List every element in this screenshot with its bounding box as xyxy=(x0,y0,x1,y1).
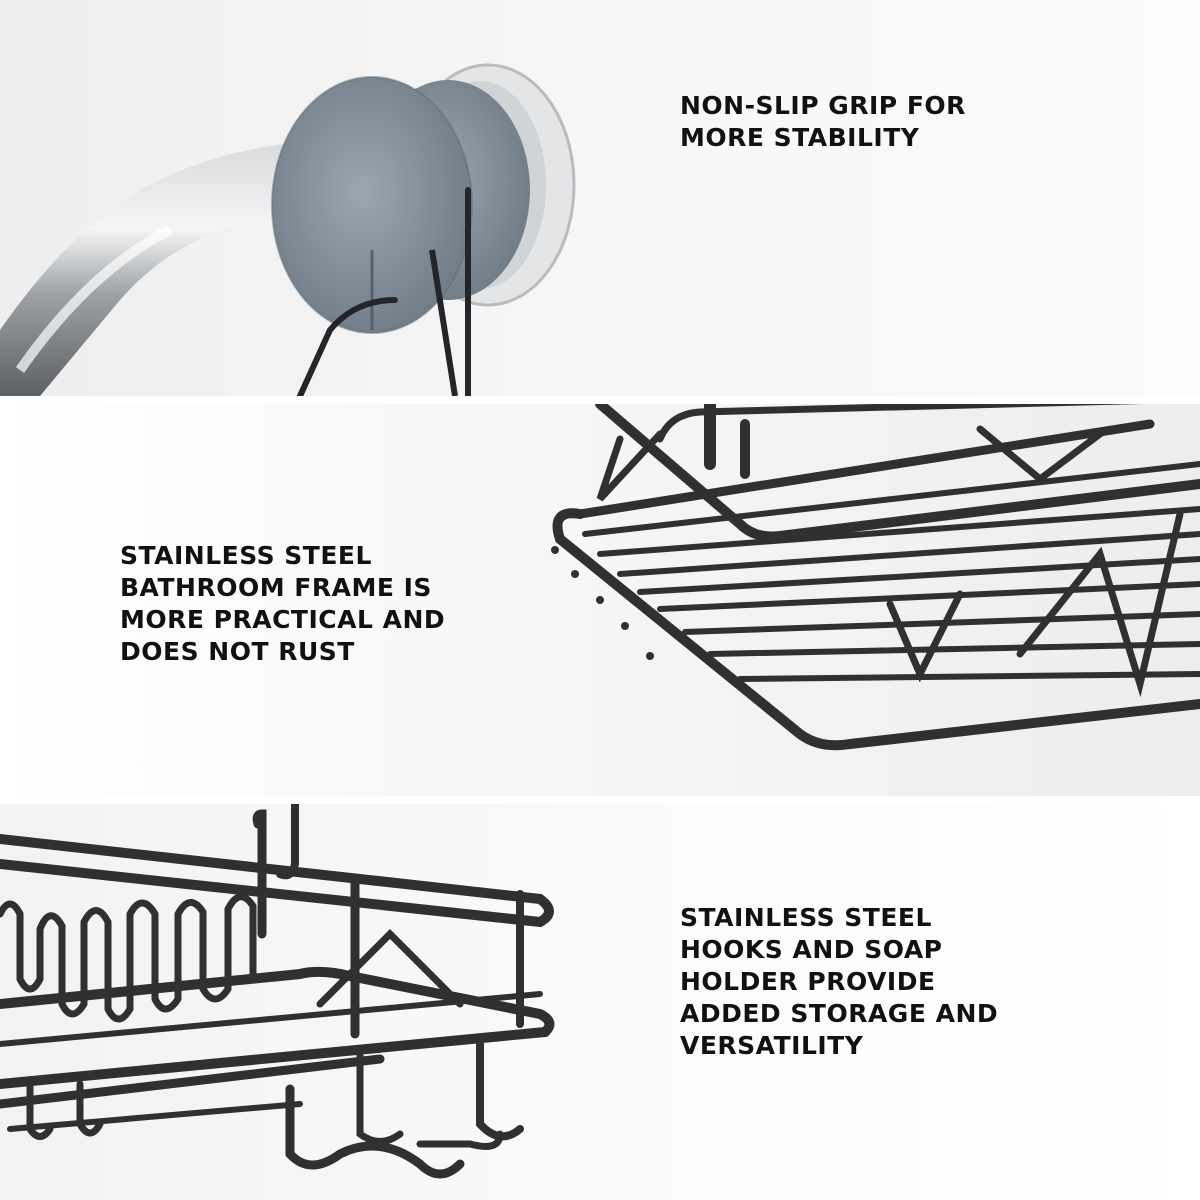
caption-line: MORE STABILITY xyxy=(680,123,920,152)
caption-stainless-frame: STAINLESS STEEL BATHROOM FRAME IS MORE P… xyxy=(120,540,445,668)
feature-panel-stainless-frame: STAINLESS STEEL BATHROOM FRAME IS MORE P… xyxy=(0,404,1200,796)
hook-wire xyxy=(297,187,471,396)
caption-line: ADDED STORAGE AND xyxy=(680,999,999,1028)
caption-line: STAINLESS STEEL xyxy=(120,541,372,570)
feature-panel-non-slip-grip: NON-SLIP GRIP FOR MORE STABILITY xyxy=(0,0,1200,396)
soap-holder-hooks-photo xyxy=(0,804,555,1179)
caption-hooks-soap-holder: STAINLESS STEEL HOOKS AND SOAP HOLDER PR… xyxy=(680,902,998,1062)
wire-basket-photo xyxy=(551,404,1200,751)
caption-line: VERSATILITY xyxy=(680,1031,864,1060)
grip-disc-front xyxy=(272,77,472,333)
panel-divider xyxy=(0,796,1200,804)
feature-panel-hooks-soap-holder: STAINLESS STEEL HOOKS AND SOAP HOLDER PR… xyxy=(0,804,1200,1200)
caption-line: NON-SLIP GRIP FOR xyxy=(680,91,966,120)
caption-line: HOLDER PROVIDE xyxy=(680,967,936,996)
shower-arm-grip-photo xyxy=(0,63,576,396)
caption-line: STAINLESS STEEL xyxy=(680,903,932,932)
panel-divider xyxy=(0,396,1200,404)
caption-line: BATHROOM FRAME IS xyxy=(120,573,432,602)
caption-non-slip-grip: NON-SLIP GRIP FOR MORE STABILITY xyxy=(680,90,966,154)
shower-arm-pipe xyxy=(0,140,360,396)
caption-line: HOOKS AND SOAP xyxy=(680,935,943,964)
caption-line: DOES NOT RUST xyxy=(120,637,355,666)
caption-line: MORE PRACTICAL AND xyxy=(120,605,446,634)
